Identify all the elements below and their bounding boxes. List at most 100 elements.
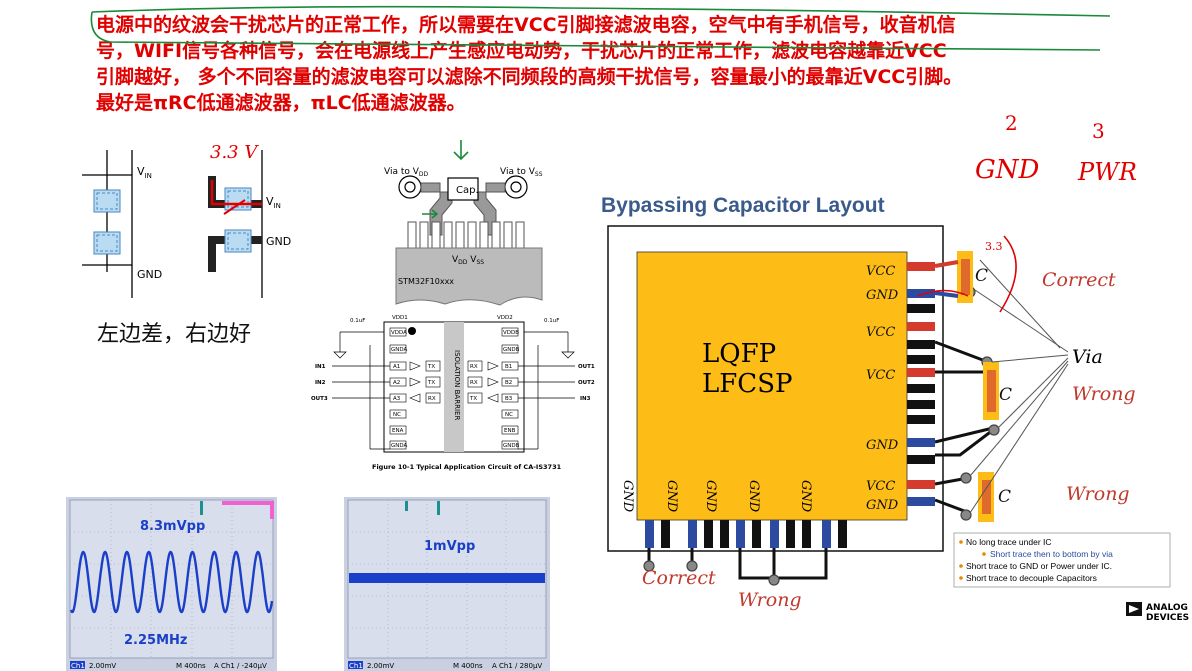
via-vdd-label: Via to VDD	[384, 167, 429, 178]
hw-2: 2	[1005, 111, 1018, 135]
svg-text:GNDA: GNDA	[391, 443, 408, 449]
vdd2-label: VDD2	[497, 315, 513, 321]
in1-label: IN1	[315, 364, 326, 370]
handwritten-3v3: 3.3 V	[210, 142, 259, 163]
vin-label: VIN	[137, 165, 152, 180]
pin-label-gnd-1: GND	[866, 288, 899, 303]
gnd-label-left: GND	[137, 268, 162, 281]
logo-line-2: DEVICES	[1146, 613, 1189, 623]
scope1-time: M 400ns	[176, 662, 206, 670]
pin-label-vcc-4: VCC	[866, 479, 895, 494]
layout-title: Bypassing Capacitor Layout	[601, 194, 885, 217]
in2-label: IN2	[315, 380, 326, 386]
bottom-gnd-5: GND	[798, 480, 813, 513]
layout-note-1: No long trace under IC	[966, 537, 1052, 547]
svg-text:VDDA: VDDA	[391, 330, 407, 336]
svg-text:A1: A1	[393, 364, 400, 370]
scope2-time: M 400ns	[453, 662, 483, 670]
scope2-trigger: A Ch1 ∕ 280μV	[492, 662, 542, 670]
out1-label: OUT1	[578, 364, 595, 370]
svg-text:TX: TX	[427, 380, 435, 386]
svg-text:B2: B2	[505, 380, 512, 386]
svg-text:A2: A2	[393, 380, 400, 386]
green-annotation-loop	[90, 5, 1111, 51]
pin-label-vcc-2: VCC	[866, 325, 895, 340]
bypass-layout-figure: 2 GND 3 PWR Bypassing Capacitor Layout L…	[601, 111, 1189, 623]
vdd-vss-label: VDD VSS	[452, 255, 484, 266]
out3-label: OUT3	[311, 396, 328, 402]
scope1-volt: 2.00mV	[89, 662, 116, 670]
figure-caption: Figure 10-1 Typical Application Circuit …	[372, 463, 562, 471]
chip-label-2: LFCSP	[702, 369, 793, 399]
note-line-1: 电源中的纹波会干扰芯片的正常工作，所以需要在VCC引脚接滤波电容，空气中有手机信…	[96, 14, 956, 36]
svg-text:NC: NC	[505, 412, 513, 418]
svg-text:RX: RX	[428, 396, 436, 402]
stm-chip-label: STM32F10xxx	[398, 277, 454, 286]
isolation-barrier-label: ISOLATION BARRIER	[453, 350, 461, 420]
bottom-gnd-1: GND	[620, 480, 635, 513]
wrong-label-2: Wrong	[1066, 483, 1130, 505]
bottom-gnd-3: GND	[703, 480, 718, 513]
out2-label: OUT2	[578, 380, 595, 386]
svg-text:B3: B3	[505, 396, 513, 402]
gnd-label-right: GND	[266, 235, 291, 248]
cap-label-3: C	[998, 487, 1011, 507]
svg-text:RX: RX	[470, 364, 478, 370]
right-pin-column: VDDB GNDB B1 B2 B3 NC ENB GNDB	[501, 327, 520, 450]
capacitor-wrong-2	[978, 472, 994, 522]
hw-3v3-cap: 3.3	[985, 240, 1003, 253]
layout-notes-box	[953, 532, 1171, 588]
layout-note-4: Short trace to decouple Capacitors	[966, 573, 1097, 583]
in3-label: IN3	[580, 396, 591, 402]
layout-note-3: Short trace to GND or Power under IC.	[966, 561, 1112, 571]
correct-label-right: Correct	[1042, 269, 1116, 291]
scope1-ch: Ch1	[71, 662, 85, 670]
svg-text:ENB: ENB	[504, 428, 516, 434]
svg-text:GNDB: GNDB	[503, 347, 520, 353]
cap-right-label: 0.1uF	[544, 318, 559, 324]
isolation-circuit: ISOLATION BARRIER VDD1 VDD2 0.1uF 0.1uF …	[311, 315, 595, 471]
via-vss-label: Via to VSS	[500, 167, 543, 178]
svg-text:B1: B1	[505, 364, 512, 370]
wrong-label-bottom: Wrong	[738, 589, 802, 611]
stm32-decoupling-figure: Via to VDD Via to VSS Cap. VDD VSS STM32…	[384, 140, 543, 306]
vdd1-label: VDD1	[392, 315, 408, 321]
svg-text:TX: TX	[469, 396, 477, 402]
left-pin-column: VDDA GNDA A1 A2 A3 NC ENA GNDA	[389, 327, 408, 450]
note-line-4: 最好是πRC低通滤波器，πLC低通滤波器。	[96, 92, 466, 114]
note-line-2: 号，WIFI信号各种信号，会在电源线上产生感应电动势，干扰芯片的正常工作，滤波电…	[96, 40, 947, 62]
scope2-vpp: 1mVpp	[424, 539, 475, 554]
filtered-waveform	[349, 573, 545, 583]
cap-left-label: 0.1uF	[350, 318, 365, 324]
cap-label: Cap.	[456, 185, 479, 196]
via-label: Via	[1072, 346, 1103, 368]
pin-label-vcc-3: VCC	[866, 368, 895, 383]
bottom-gnd-4: GND	[746, 480, 761, 513]
ripple-waveform	[69, 550, 274, 614]
pin-label-gnd-2: GND	[866, 438, 899, 453]
scope1-trigger: A Ch1 ∕ -240μV	[214, 662, 267, 670]
svg-text:NC: NC	[393, 412, 401, 418]
cap-label-2: C	[999, 385, 1012, 405]
cap-label-1: C	[975, 266, 988, 286]
layout-note-2: Short trace then to bottom by via	[990, 549, 1113, 559]
via-markers	[643, 286, 1000, 586]
scope1-vpp: 8.3mVpp	[140, 519, 205, 534]
note-line-3: 引脚越好， 多个不同容量的滤波电容可以滤除不同频段的高频干扰信号，容量最小的最靠…	[96, 66, 963, 88]
ic-package	[636, 251, 908, 521]
scope2-ch: Ch1	[349, 662, 363, 670]
svg-text:GNDA: GNDA	[391, 347, 408, 353]
svg-text:ENA: ENA	[392, 428, 404, 434]
hw-gnd: GND	[975, 155, 1040, 185]
pin-label-gnd-3: GND	[866, 498, 899, 513]
logo-line-1: ANALOG	[1146, 603, 1188, 613]
capacitor-correct	[934, 251, 973, 303]
svg-text:A3: A3	[393, 396, 401, 402]
hw-pwr: PWR	[1077, 158, 1137, 186]
bottom-gnd-2: GND	[664, 480, 679, 513]
scope-capture-filtered: 1mVpp Ch1 2.00mV M 400ns A Ch1 ∕ 280μV	[344, 497, 550, 671]
right-pins	[907, 262, 935, 506]
bottom-pins	[645, 520, 847, 548]
svg-text:TX: TX	[427, 364, 435, 370]
svg-text:GNDB: GNDB	[503, 443, 520, 449]
